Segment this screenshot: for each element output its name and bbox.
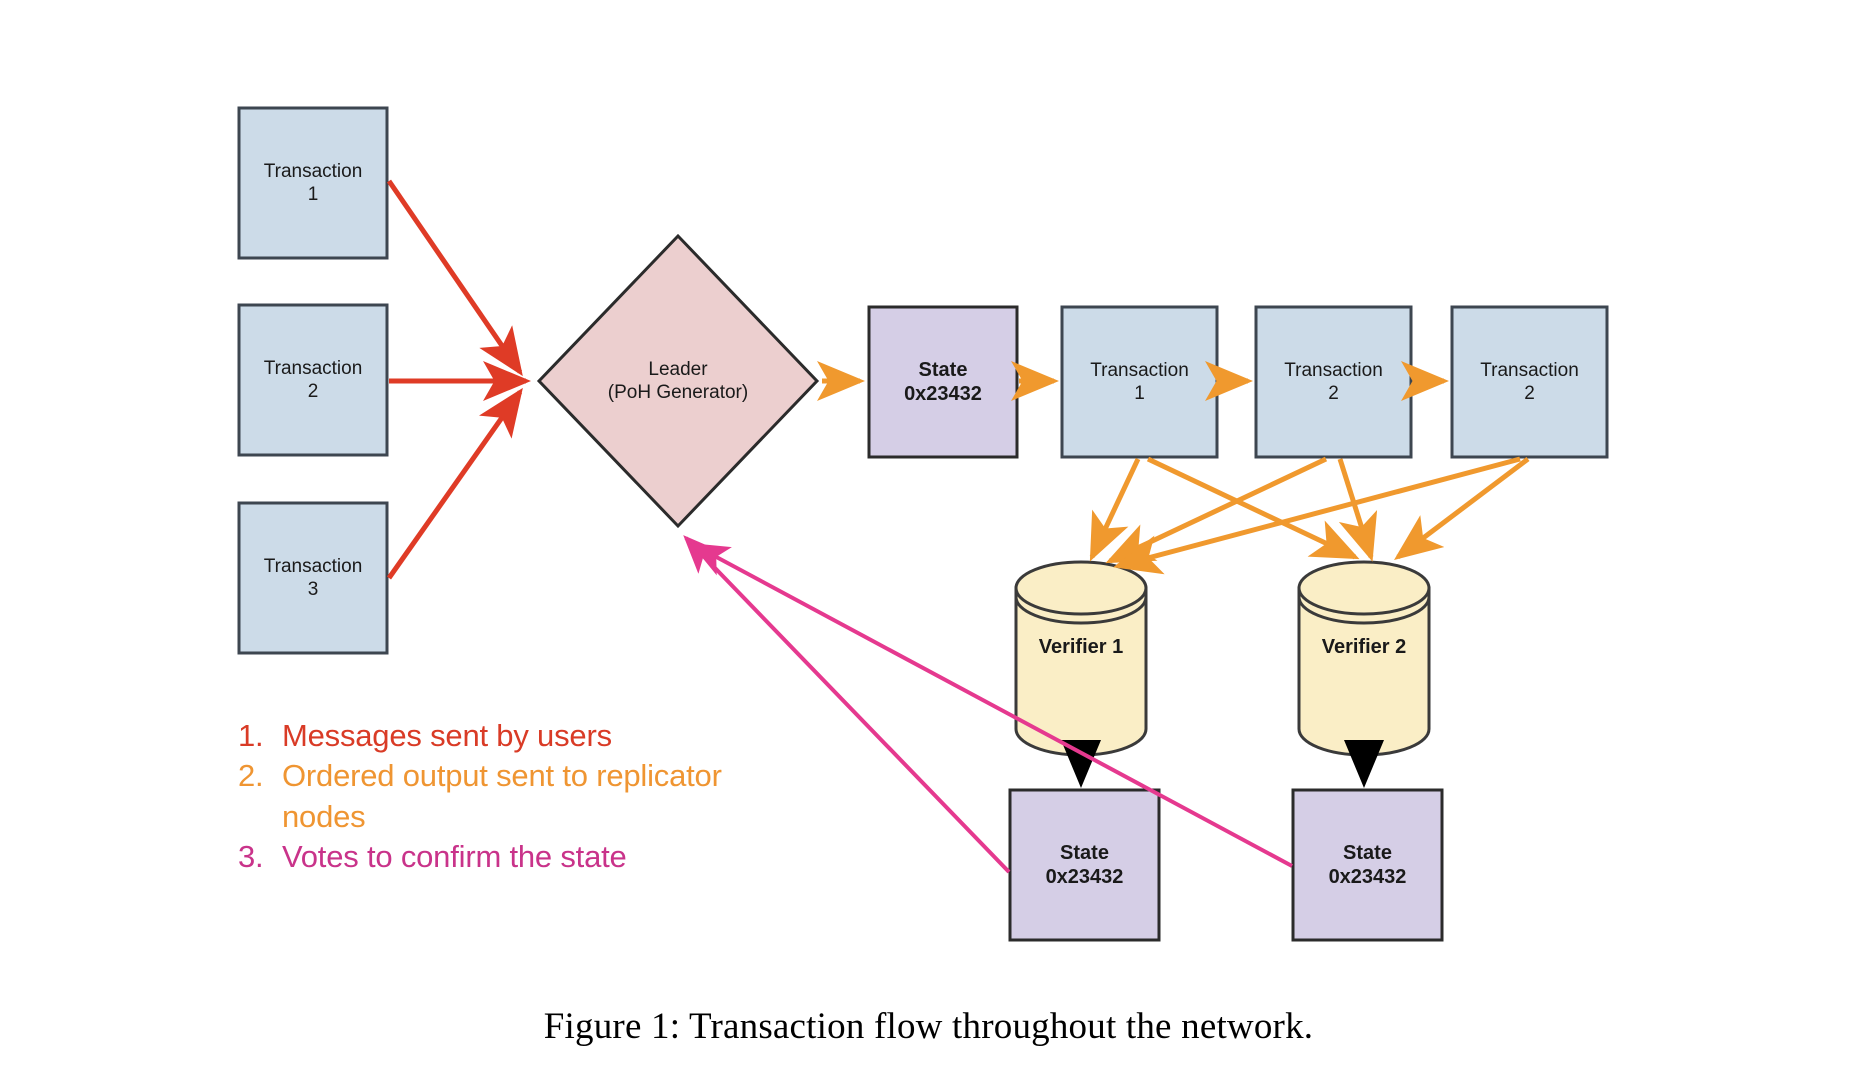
arrow-tx3-to-verifier2 [1394,457,1530,561]
legend-item-3: 3. Votes to confirm the state [238,837,758,877]
figure-caption: Figure 1: Transaction flow throughout th… [543,1006,1314,1047]
arrow-tx2-to-verifier1 [1105,456,1328,564]
legend-number-2: 2. [238,758,264,794]
verifier-cylinder-1 [1014,560,1148,757]
verifier-cylinder-2 [1297,560,1431,757]
legend-text-3: Votes to confirm the state [282,838,627,874]
input-transaction-box-2 [237,303,389,457]
arrow-tx1-to-verifier2 [1146,456,1360,560]
input-transaction-box-3 [237,501,389,655]
ledger-state-box [867,305,1019,459]
arrow-vote-2 [690,543,1293,868]
legend-text-2: Ordered output sent to replicator nodes [282,758,722,834]
legend-number-1: 1. [238,718,264,753]
arrow-vote-1 [683,535,1011,874]
arrow-user-message-1 [386,179,523,377]
legend-item-2: 2. Ordered output sent to replicator nod… [238,756,758,837]
arrow-tx2-to-verifier2 [1337,458,1378,562]
ledger-transaction-box-3 [1450,305,1609,459]
legend: 1. Messages sent by users 2. Ordered out… [238,716,758,877]
ledger-transaction-box-1 [1060,305,1219,459]
arrow-user-message-3 [386,387,523,580]
verified-state-box-1 [1008,788,1161,942]
ledger-transaction-box-2 [1254,305,1413,459]
arrow-tx1-to-verifier1 [1089,457,1141,562]
legend-item-1: 1. Messages sent by users [238,716,758,756]
verified-state-box-2 [1291,788,1444,942]
input-transaction-box-1 [237,106,389,260]
arrow-tx3-to-verifier1 [1113,456,1521,575]
legend-text-1: Messages sent by users [282,718,612,753]
leader-diamond [536,233,820,529]
legend-number-3: 3. [238,838,264,874]
